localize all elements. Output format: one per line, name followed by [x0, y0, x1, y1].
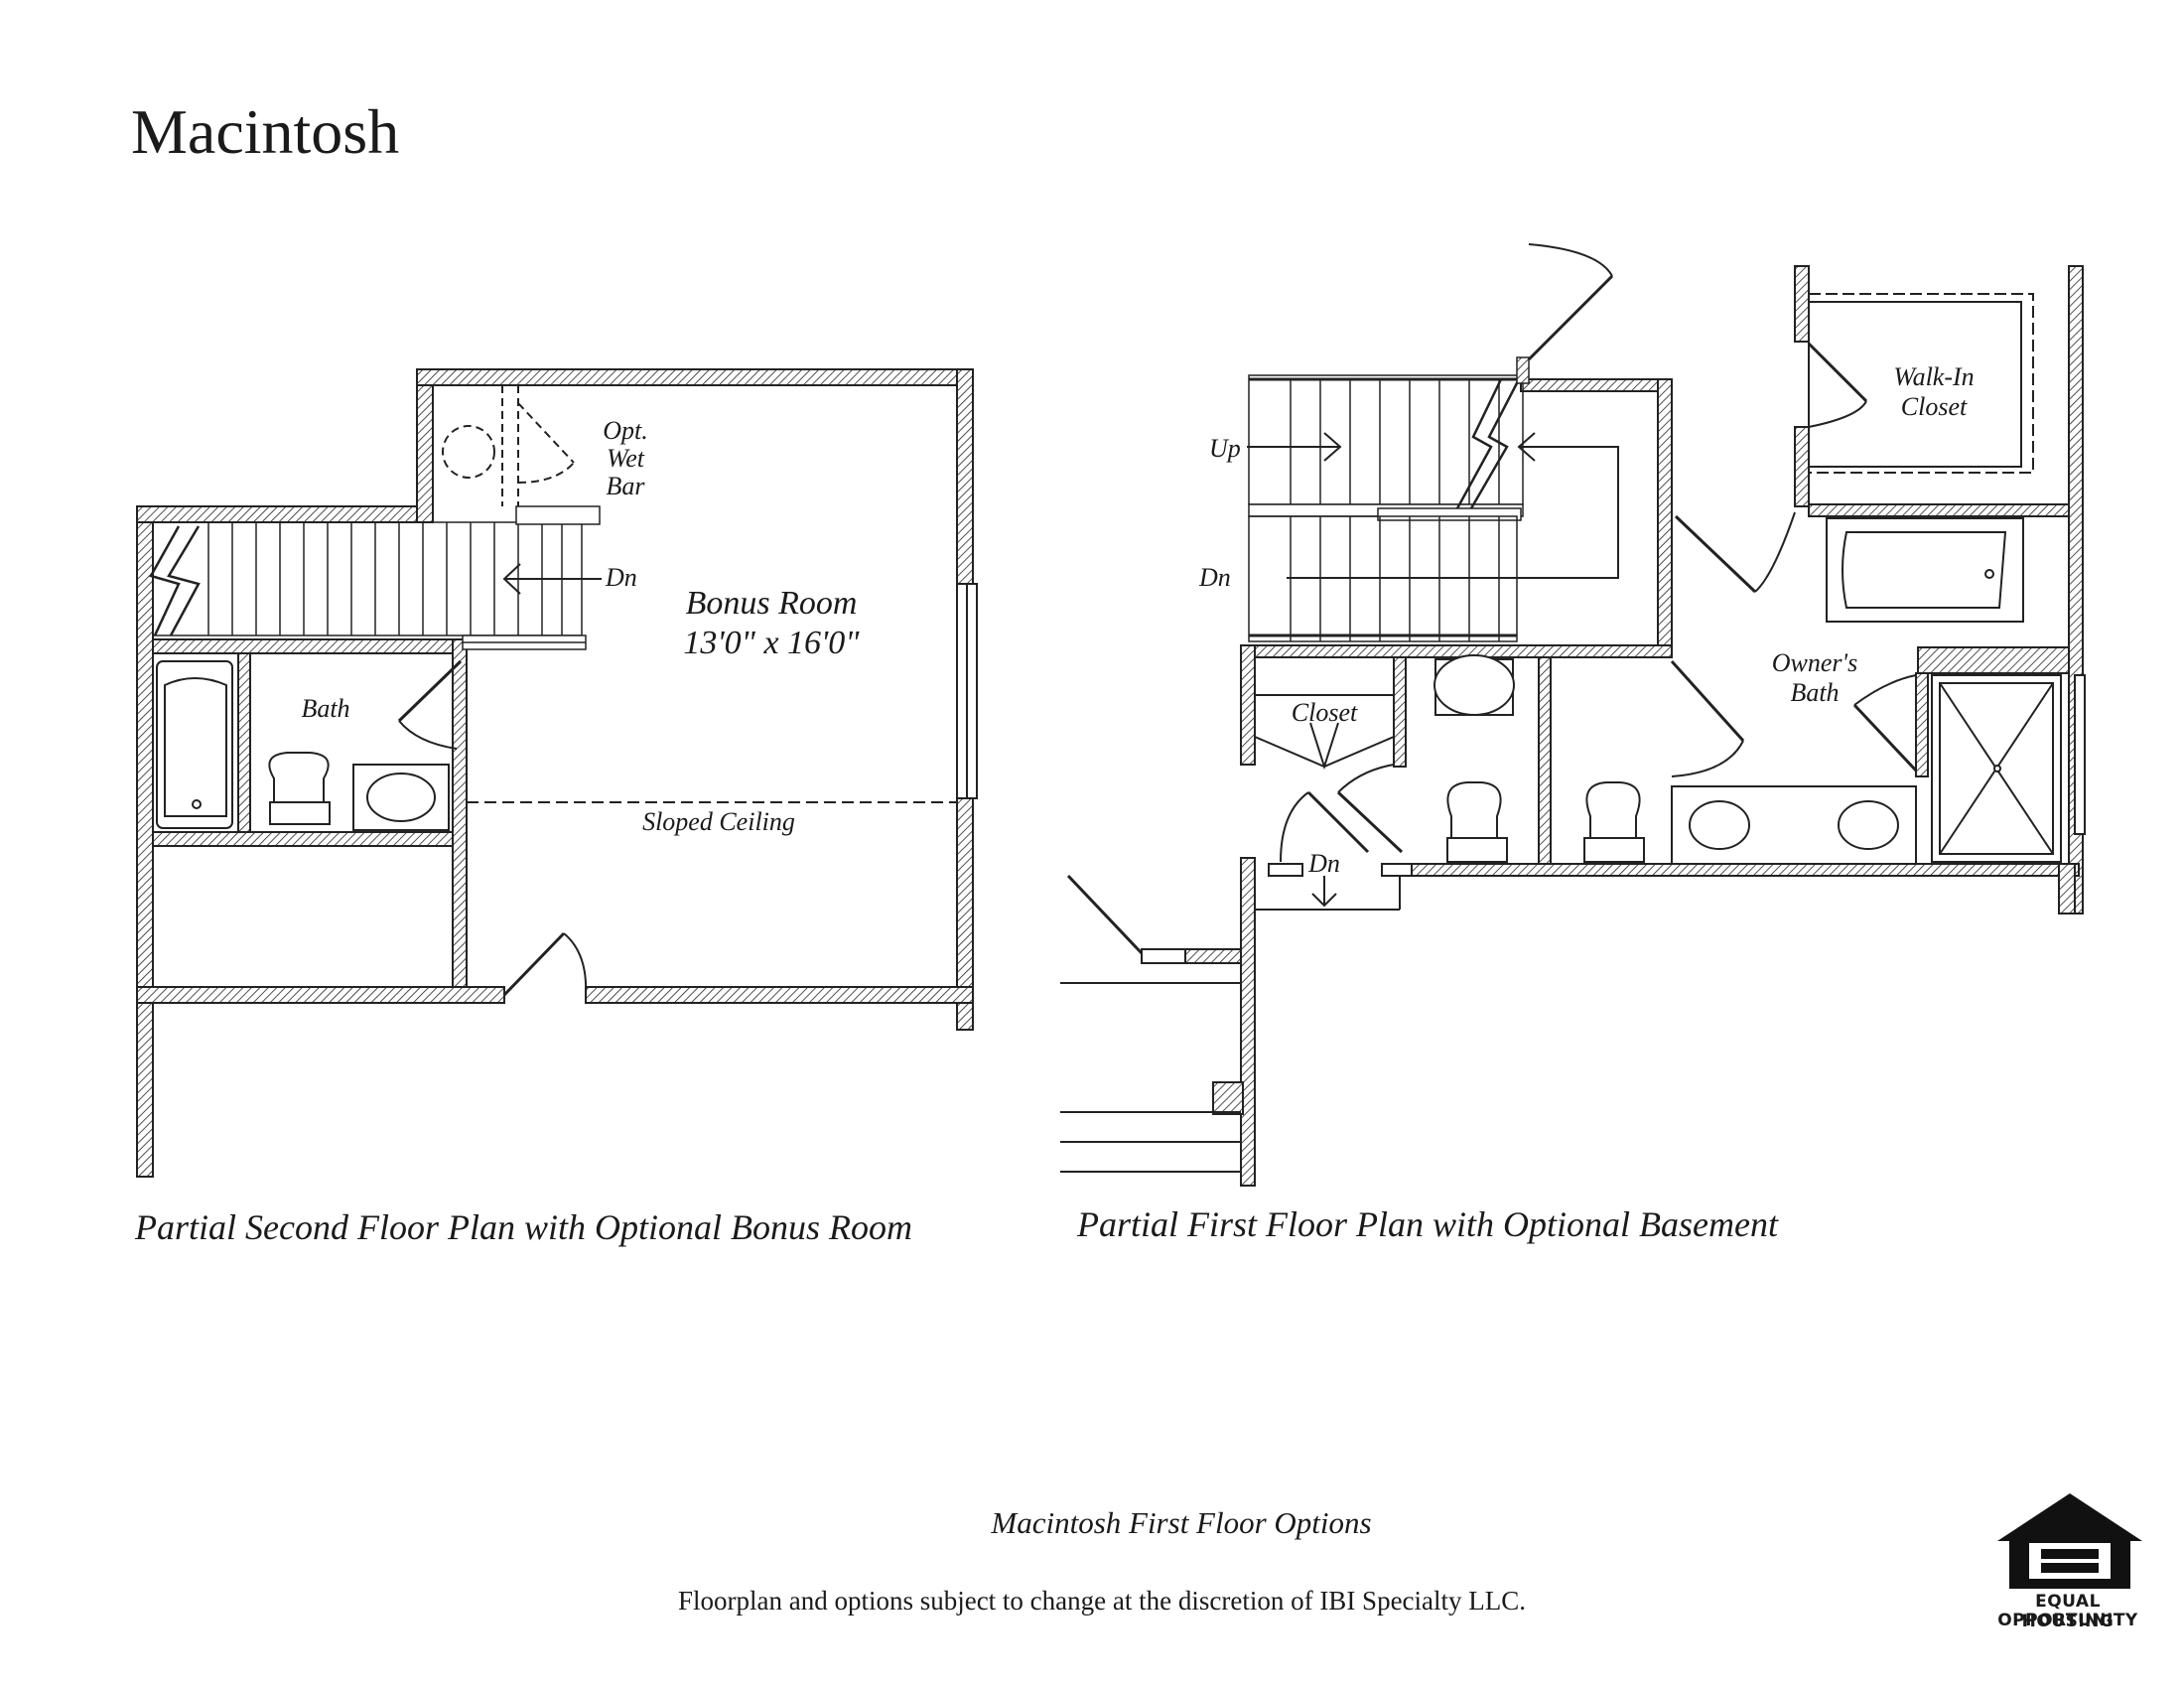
page-title: Macintosh — [131, 96, 400, 167]
stairs-dn-label: Dn — [605, 563, 637, 592]
first-floor-labels: Up Dn Walk-In Closet Closet Owner's Bath… — [1198, 362, 1975, 878]
owners-bath-label-1: Owner's — [1772, 648, 1857, 677]
bonus-room-label: Bonus Room — [686, 585, 858, 622]
second-floor-labels: Opt. Wet Bar Dn Bonus Room 13'0" x 16'0"… — [301, 416, 860, 836]
first-floor-doors — [1066, 243, 1918, 955]
bath-fixtures — [156, 660, 450, 831]
stairs-dn-label-first: Dn — [1198, 563, 1231, 592]
footer-note: Floorplan and options subject to change … — [677, 1586, 1527, 1616]
basement-dn-label: Dn — [1307, 849, 1340, 878]
sloped-ceiling-label: Sloped Ceiling — [642, 807, 795, 836]
closet-label: Closet — [1292, 698, 1358, 727]
wet-bar-label-3: Bar — [607, 472, 646, 500]
second-floor-window — [956, 583, 978, 799]
equal-housing-logo-icon — [1997, 1493, 2142, 1589]
walk-in-closet — [1808, 293, 2034, 474]
stairs-up-label: Up — [1209, 434, 1241, 463]
equal-housing-text: EQUAL HOUSING — [2021, 1592, 2115, 1631]
owners-bath-fixtures — [1433, 517, 2062, 865]
walk-in-closet-label-2: Closet — [1901, 392, 1968, 421]
wet-bar-label-2: Wet — [607, 444, 645, 473]
second-floor-doors — [397, 659, 588, 997]
second-floor-stairs — [149, 505, 602, 650]
footer-title: Macintosh First Floor Options — [991, 1505, 1372, 1540]
wet-bar-label-1: Opt. — [603, 416, 648, 445]
first-floor-stairs — [1247, 356, 1619, 642]
bonus-room-dimensions: 13'0" x 16'0" — [683, 625, 860, 661]
second-floor-plan — [136, 368, 978, 1178]
second-floor-caption: Partial Second Floor Plan with Optional … — [135, 1207, 912, 1247]
first-floor-caption: Partial First Floor Plan with Optional B… — [1077, 1204, 1778, 1244]
opportunity-text: OPPORTUNITY — [1997, 1611, 2138, 1630]
first-floor-window — [2074, 674, 2086, 835]
walk-in-closet-label-1: Walk-In — [1893, 362, 1974, 391]
owners-bath-label-2: Bath — [1790, 678, 1839, 707]
first-floor-openings — [1060, 863, 1413, 1173]
first-floor-plan — [1060, 243, 2086, 1187]
second-floor-walls — [136, 368, 974, 1178]
bath-label: Bath — [301, 694, 349, 723]
wet-bar — [442, 385, 575, 506]
hall-closet — [1254, 681, 1395, 771]
